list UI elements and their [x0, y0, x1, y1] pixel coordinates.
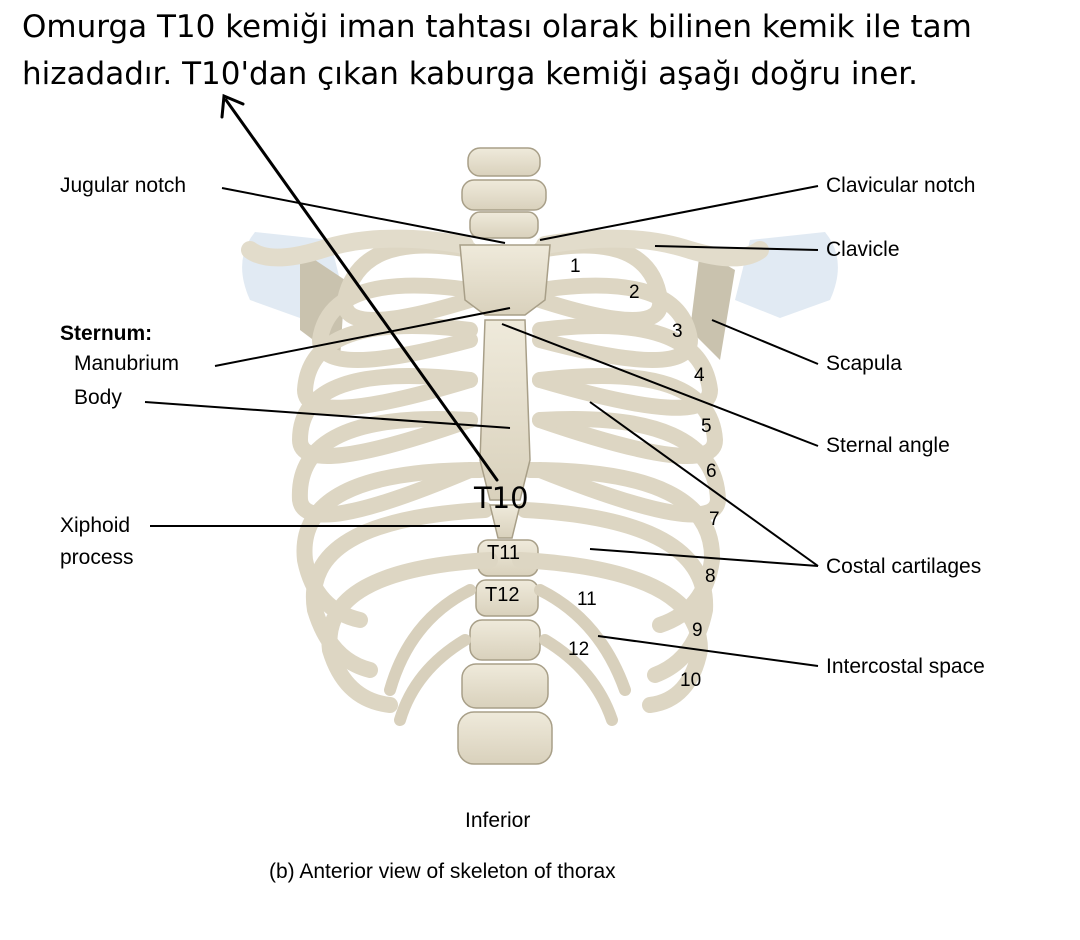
label-clavicular-notch: Clavicular notch — [826, 174, 976, 197]
label-scapula: Scapula — [826, 352, 902, 375]
heading-line-2: hizadadır. T10'dan çıkan kaburga kemiği … — [22, 56, 919, 92]
rib-number-11: 11 — [577, 589, 597, 610]
t10-arrow — [220, 93, 499, 482]
rib-number-5: 5 — [701, 416, 712, 437]
rib-number-1: 1 — [570, 256, 581, 277]
label-xiphoid: Xiphoid — [60, 514, 131, 537]
annotation-heading: Omurga T10 kemiği iman tahtası olarak bi… — [22, 4, 1062, 98]
rib-number-2: 2 — [629, 282, 640, 303]
rib-number-12: 12 — [568, 639, 590, 660]
sternum — [459, 244, 551, 539]
floating-ribs — [384, 584, 631, 726]
rib-number-8: 8 — [705, 566, 716, 587]
rib-number-10: 10 — [680, 670, 702, 691]
rib-number-7: 7 — [709, 509, 720, 530]
label-t11: T11 — [487, 542, 520, 564]
leader-lines — [144, 185, 819, 667]
label-sternum: Sternum: — [60, 322, 153, 345]
label-process: process — [60, 546, 134, 569]
label-jugular-notch: Jugular notch — [60, 174, 187, 197]
label-intercostal-space: Intercostal space — [826, 655, 985, 678]
heading-line-1: Omurga T10 kemiği iman tahtası olarak bi… — [22, 9, 972, 45]
label-t10: T10 — [474, 481, 529, 515]
rib-number-6: 6 — [706, 461, 717, 482]
label-costal-cartilages: Costal cartilages — [826, 555, 982, 578]
rib-number-9: 9 — [692, 620, 703, 641]
label-inferior: Inferior — [465, 809, 531, 832]
rib-number-4: 4 — [694, 365, 705, 386]
figure-caption: (b) Anterior view of skeleton of thorax — [269, 860, 616, 883]
label-sternal-angle: Sternal angle — [826, 434, 950, 457]
rib-number-3: 3 — [672, 321, 683, 342]
label-clavicle: Clavicle — [826, 238, 900, 261]
label-manubrium: Manubrium — [74, 352, 180, 375]
label-t12: T12 — [485, 584, 520, 606]
label-body: Body — [74, 386, 122, 409]
